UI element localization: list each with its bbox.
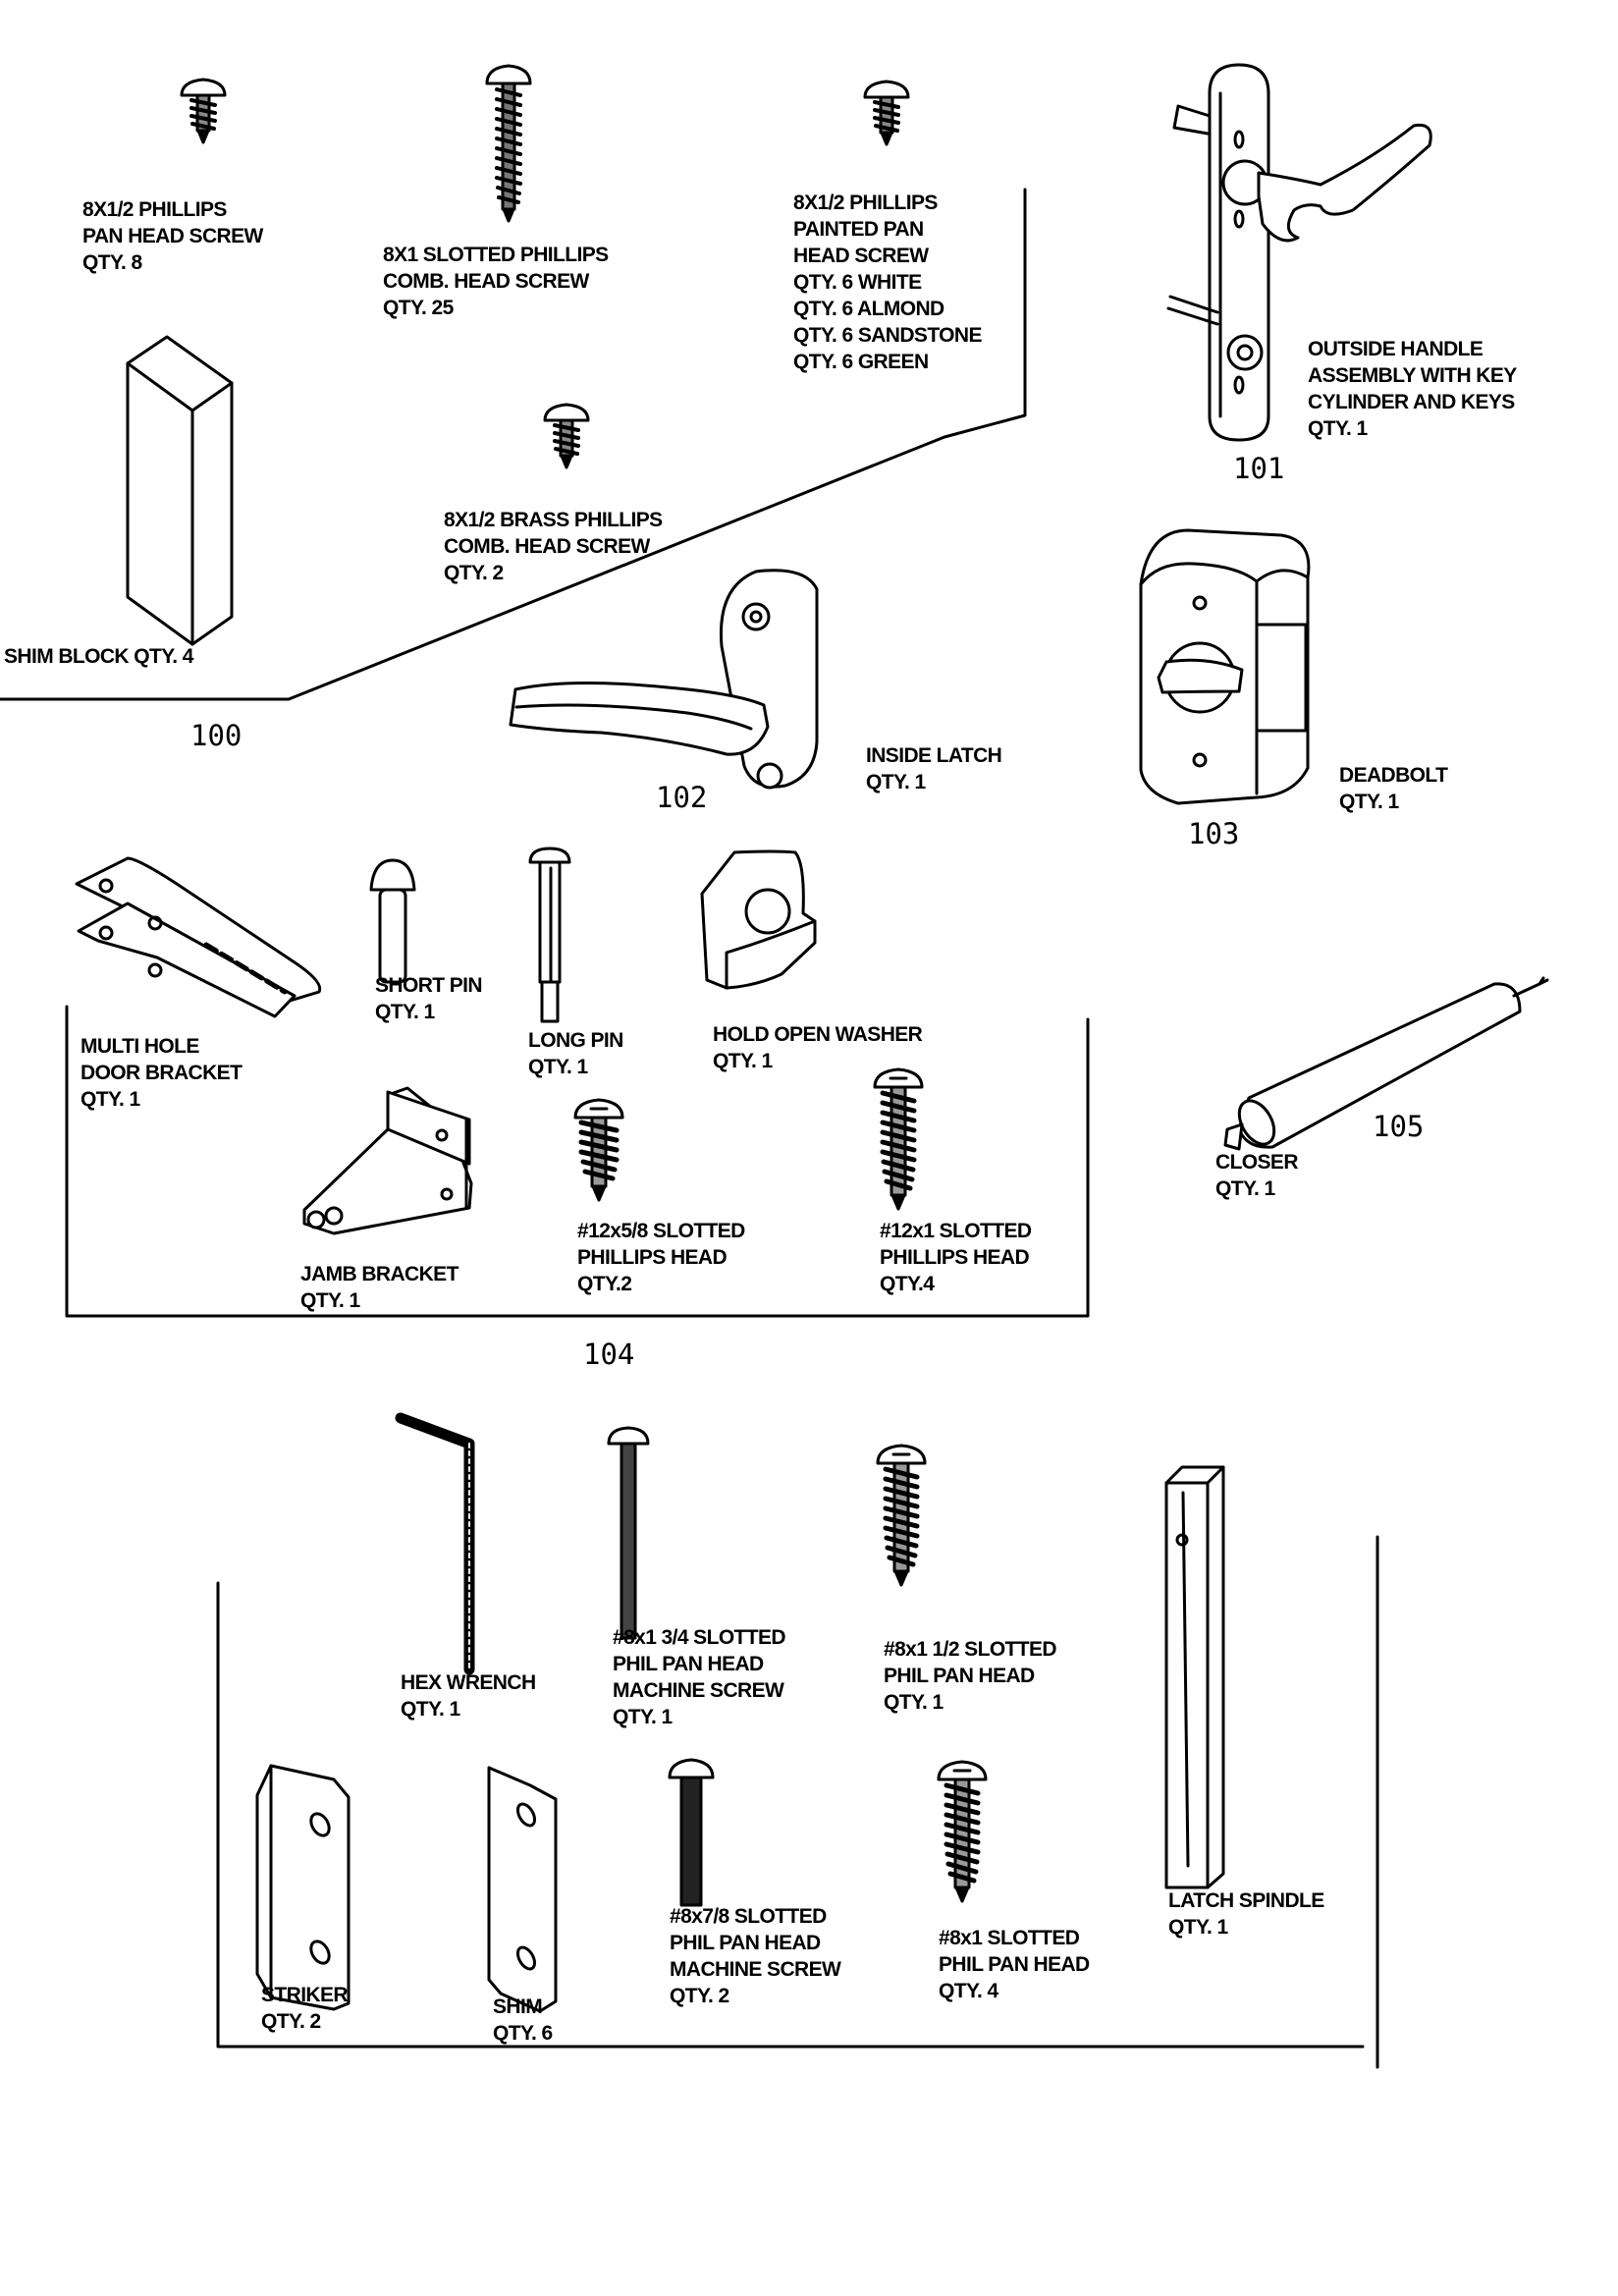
screw-12x58-icon — [575, 1100, 622, 1200]
latch-spindle-icon — [1164, 1465, 1225, 1889]
group-number-105: 105 — [1373, 1110, 1425, 1143]
door-bracket-icon — [75, 856, 322, 1018]
inside-latch-icon — [509, 569, 819, 790]
group-number-100: 100 — [190, 719, 243, 752]
shim-block-icon — [126, 335, 234, 646]
brass-comb-screw-icon — [543, 403, 590, 469]
group-104-outline — [65, 1005, 1090, 1318]
jamb-bracket-icon — [302, 1086, 473, 1235]
machine-screw-134-icon — [607, 1426, 650, 1640]
group-bottom-outline — [216, 1535, 1379, 2069]
outside-handle-icon — [1166, 63, 1432, 442]
machine-screw-78-icon — [668, 1758, 715, 1907]
hex-wrench-icon — [395, 1412, 475, 1675]
group-100-outline — [0, 188, 1027, 701]
screw-12x1-icon — [875, 1069, 922, 1209]
slotted-comb-screw-icon — [485, 64, 532, 223]
long-pin-icon — [528, 847, 571, 1023]
hold-open-washer-icon — [700, 849, 817, 990]
painted-pan-screw-icon — [863, 80, 910, 146]
striker-plate-icon — [255, 1764, 351, 2011]
shim-plate-icon — [487, 1766, 558, 2013]
group-number-102: 102 — [656, 781, 708, 814]
screw-8x112-icon — [878, 1446, 925, 1585]
short-pin-icon — [369, 858, 416, 984]
pan-head-screw-icon — [180, 78, 227, 144]
group-number-103: 103 — [1188, 817, 1240, 850]
group-number-101: 101 — [1233, 452, 1285, 485]
screw-8x1-icon — [939, 1762, 986, 1901]
closer-icon — [1223, 976, 1549, 1151]
group-number-104: 104 — [583, 1338, 635, 1371]
shim-block-label: SHIM BLOCK QTY. 4 — [4, 645, 193, 668]
deadbolt-icon — [1139, 528, 1311, 805]
